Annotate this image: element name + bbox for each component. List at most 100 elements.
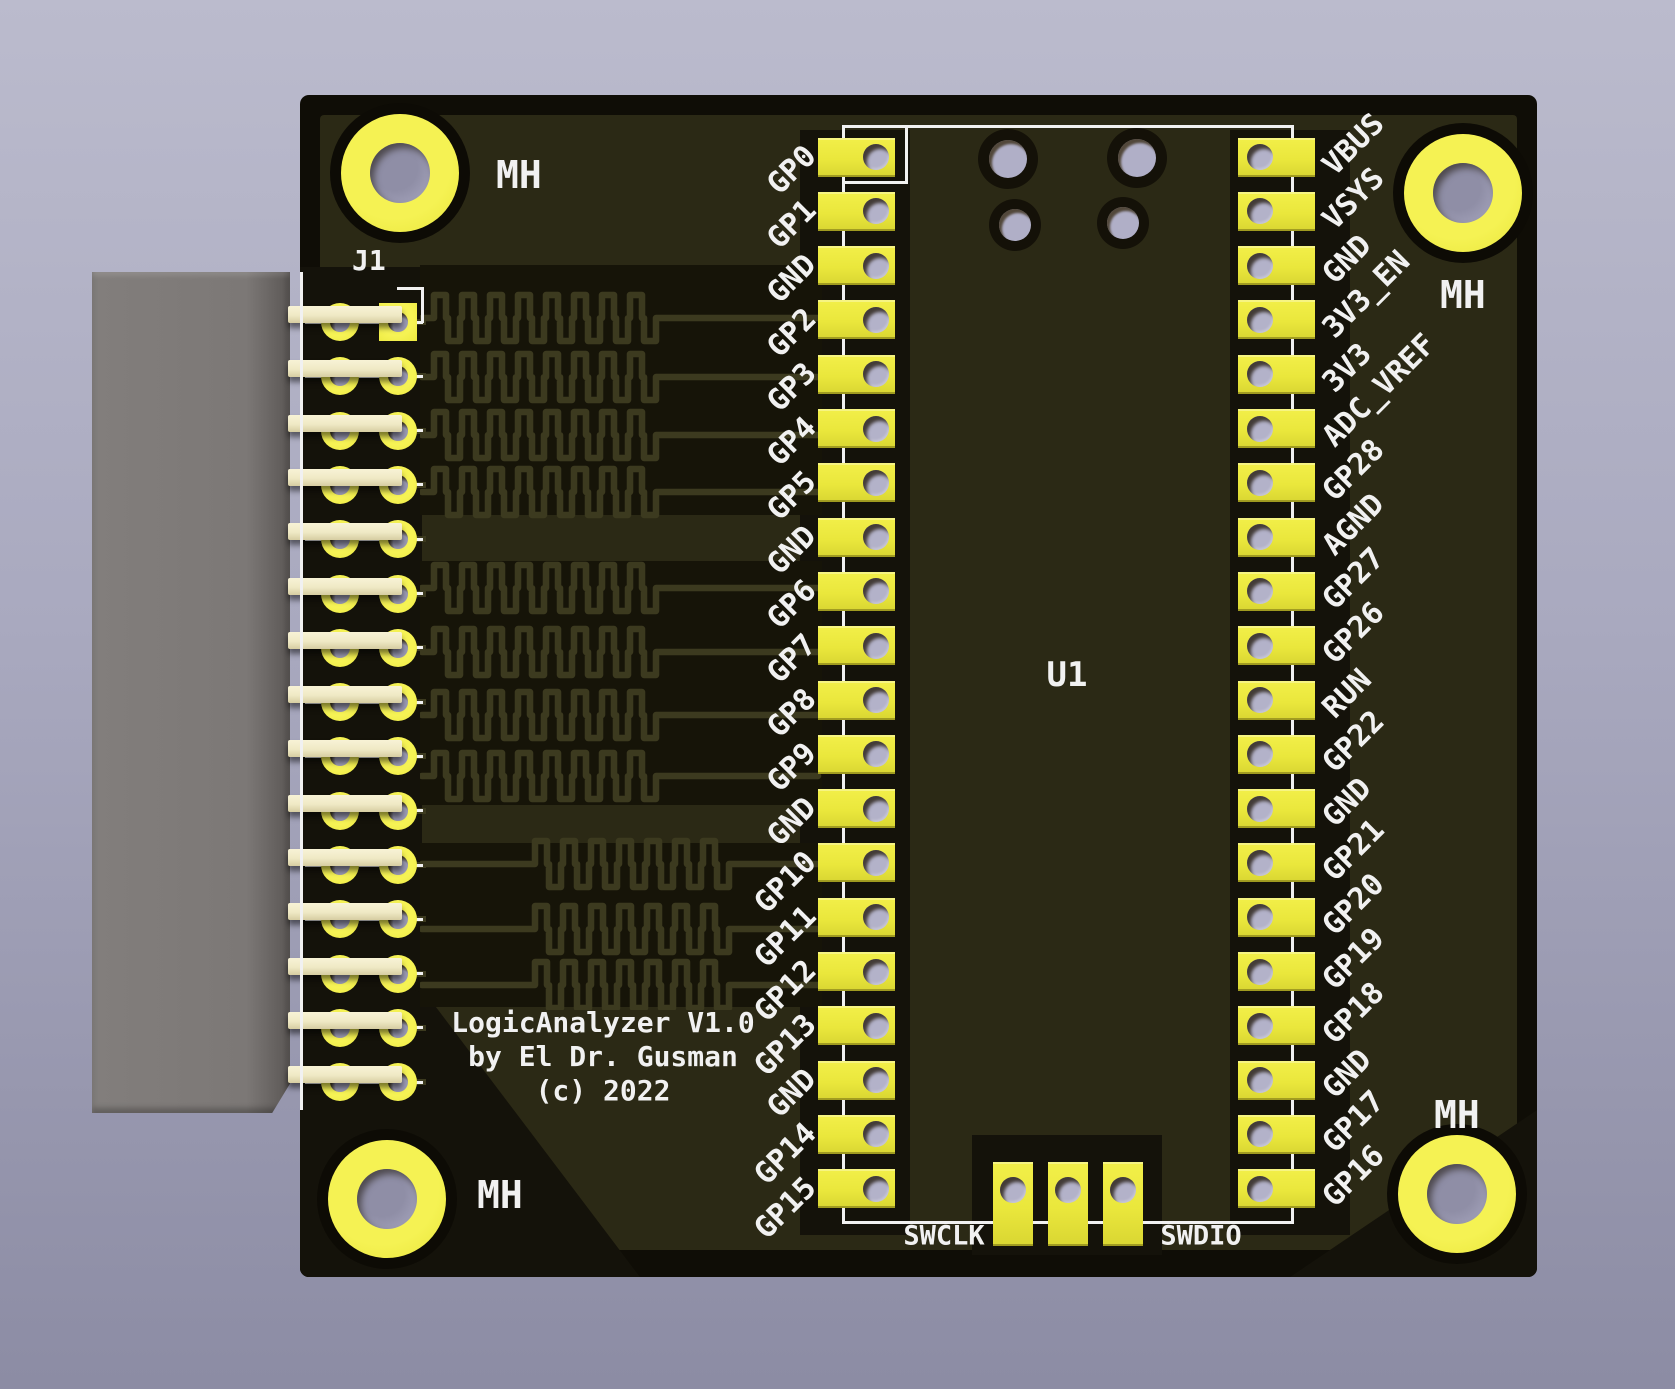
- unplated-hole: [1097, 197, 1149, 249]
- pad-hole: [863, 958, 889, 985]
- pad-left-gp4-5: [818, 409, 895, 448]
- pad-left-gp9-11: [818, 734, 895, 774]
- pad-hole: [863, 1121, 889, 1148]
- mounting-hole-drill: [1433, 163, 1493, 223]
- mounting-hole-drill: [370, 143, 430, 203]
- meander-trace: [420, 688, 822, 742]
- mounting-hole-label: MH: [1434, 1093, 1480, 1137]
- pad-left-gp8-10: [818, 680, 895, 720]
- pad-hole: [1247, 361, 1273, 388]
- pad-right-gp19-15: [1238, 952, 1315, 991]
- j1-connector-pin: [288, 577, 402, 595]
- pad-hole: [863, 198, 889, 225]
- unplated-hole: [1107, 128, 1167, 188]
- mounting-hole-drill: [357, 1169, 417, 1229]
- pad-right-agnd-7: [1238, 517, 1315, 557]
- pad-left-gnd-7: [818, 517, 895, 557]
- pad-left-gnd-12: [818, 789, 895, 829]
- j1-connector-pin: [288, 360, 402, 378]
- pad-right-gp26-9: [1238, 626, 1315, 666]
- j1-pin1-bracket-h: [397, 287, 424, 290]
- j1-connector-pin: [288, 740, 402, 758]
- j1-connector-pin: [288, 523, 402, 541]
- pad-right-gp20-14: [1238, 897, 1315, 937]
- pad-hole: [1247, 904, 1273, 931]
- mounting-hole-drill: [1427, 1164, 1487, 1224]
- pad-hole: [863, 632, 889, 659]
- pad-right-adc_vref-5: [1238, 409, 1315, 448]
- pad-right-gp27-8: [1238, 571, 1315, 611]
- pad-left-gp13-16: [818, 1006, 895, 1046]
- pad-right-gp16-19: [1238, 1169, 1315, 1209]
- pad-hole: [1247, 252, 1273, 279]
- mounting-hole-label: MH: [477, 1173, 523, 1217]
- j1-connector-pin: [288, 1066, 402, 1084]
- pad-left-gp15-19: [818, 1169, 895, 1209]
- j1-connector-pin: [288, 849, 402, 866]
- j1-connector-pin: [288, 957, 402, 975]
- pad-hole: [1000, 1177, 1026, 1203]
- j1-connector-pin: [288, 686, 402, 704]
- pad-hole: [1247, 1175, 1273, 1202]
- pad-left-gp1-1: [818, 191, 895, 231]
- mounting-hole-label: MH: [1440, 273, 1486, 317]
- meander-trace: [420, 291, 822, 345]
- pad-left-gp6-8: [818, 571, 895, 611]
- pad-right-gp21-13: [1238, 843, 1315, 883]
- swclk-label: SWCLK: [903, 1220, 985, 1252]
- pico-outline-right: [1291, 125, 1294, 1224]
- pad-hole: [1247, 741, 1273, 768]
- pad-right-run-10: [1238, 680, 1315, 720]
- title-line-2: by El Dr. Gusman: [468, 1040, 738, 1073]
- pad-hole: [1247, 849, 1273, 876]
- pad-right-3v3_en-3: [1238, 300, 1315, 340]
- pad-hole: [863, 904, 889, 931]
- pad-left-gnd-2: [818, 246, 895, 286]
- pad-hole: [863, 849, 889, 876]
- j1-connector-pin: [288, 794, 402, 812]
- pad-hole: [1247, 306, 1273, 333]
- pad-hole: [1247, 1067, 1273, 1094]
- pad-right-gp22-11: [1238, 734, 1315, 774]
- serpentine-traces: [420, 265, 822, 1010]
- pin1-notch-right: [905, 125, 908, 181]
- pad-hole: [1247, 958, 1273, 985]
- meander-trace: [420, 561, 822, 615]
- title-block: LogicAnalyzer V1.0 by El Dr. Gusman (c) …: [423, 1006, 783, 1108]
- unplated-hole: [978, 129, 1038, 189]
- pad-hole: [1247, 524, 1273, 551]
- pad-right-vsys-1: [1238, 191, 1315, 231]
- pad-swd-0: [993, 1162, 1033, 1246]
- meander-trace: [420, 749, 822, 803]
- pad-right-gp17-18: [1238, 1114, 1315, 1154]
- pad-hole: [1247, 1012, 1273, 1039]
- pad-hole: [1247, 795, 1273, 822]
- pad-hole: [1247, 469, 1273, 496]
- pad-left-gp14-18: [818, 1114, 895, 1154]
- pad-swd-1: [1048, 1162, 1088, 1246]
- meander-trace: [420, 625, 822, 679]
- unplated-hole-drill: [1107, 207, 1139, 239]
- j1-pin1-bracket-v: [421, 287, 424, 323]
- meander-trace: [420, 465, 822, 519]
- pad-left-gp2-3: [818, 300, 895, 340]
- j1-connector-body: [92, 272, 290, 1113]
- pin1-notch-bottom: [842, 181, 908, 184]
- j1-connector-pin: [288, 631, 402, 649]
- pad-right-gnd-2: [1238, 246, 1315, 286]
- pad-hole: [1247, 198, 1273, 225]
- meander-trace: [420, 902, 822, 956]
- title-line-3: (c) 2022: [535, 1074, 671, 1107]
- pad-left-gp7-9: [818, 626, 895, 666]
- meander-trace: [420, 350, 822, 404]
- pad-left-gnd-17: [818, 1060, 895, 1100]
- pad-hole: [863, 1175, 889, 1202]
- unplated-hole-drill: [989, 140, 1027, 178]
- j1-connector-pin: [288, 468, 402, 486]
- pad-hole: [863, 795, 889, 822]
- pad-hole: [1247, 578, 1273, 605]
- pad-hole: [1247, 687, 1273, 713]
- pad-hole: [1110, 1177, 1136, 1203]
- j1-connector-pin: [288, 414, 402, 432]
